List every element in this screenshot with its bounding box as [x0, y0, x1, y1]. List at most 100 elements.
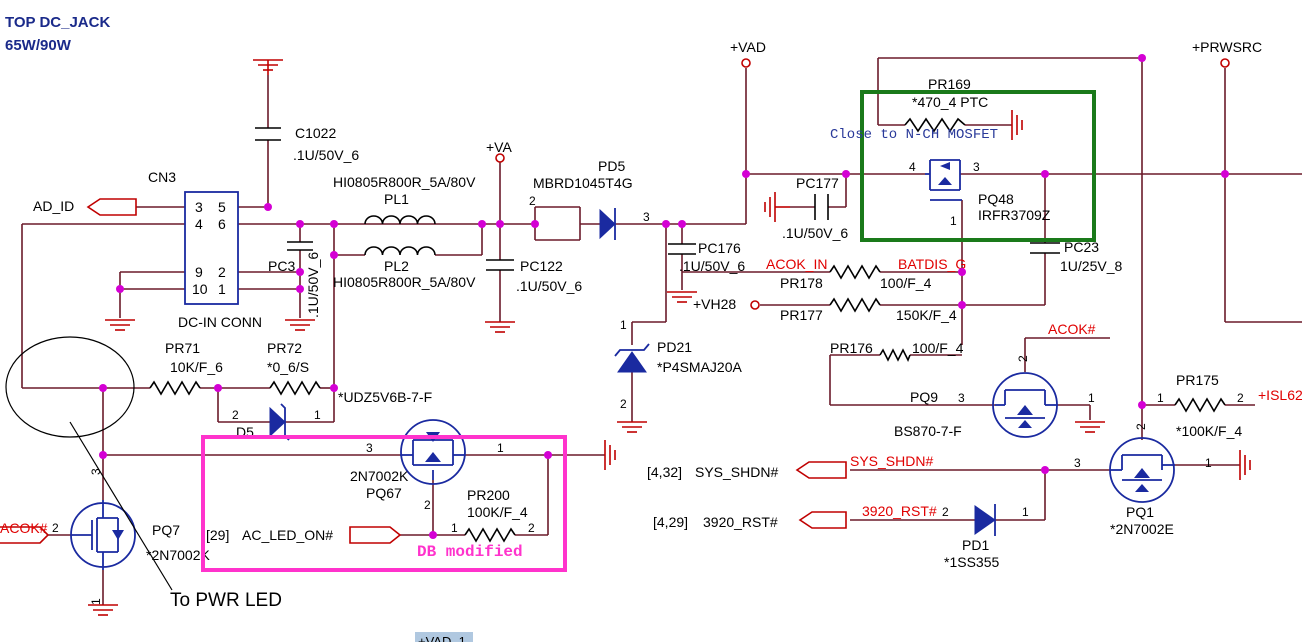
pr175-ref: PR175 [1176, 372, 1219, 388]
net-isl: +ISL62 [1258, 387, 1302, 403]
wires [21, 57, 1302, 605]
resistor-pr177-icon [829, 297, 881, 313]
cn3-pin-2: 2 [218, 264, 226, 280]
rail-terminal-icon [1220, 58, 1230, 68]
pq7-pin-bot: 1 [89, 598, 103, 605]
ac-led-ref: [29] [206, 527, 229, 543]
pc176-ref: PC176 [698, 240, 741, 256]
rst-offpage-icon [798, 511, 847, 529]
pr175-pin-l: 1 [1157, 391, 1164, 405]
pq1-ref: PQ1 [1126, 504, 1154, 520]
resistor-pr169-icon [904, 117, 966, 133]
pd21-val: *P4SMAJ20A [657, 359, 742, 375]
rst-ref: [4,29] [653, 514, 688, 530]
pq7-ref: PQ7 [152, 522, 180, 538]
pq9-pin-r: 1 [1088, 391, 1095, 405]
note-close-to: Close to N-CH MOSFET [830, 127, 998, 143]
pr72-ref: PR72 [267, 340, 302, 356]
connector-cn3-ref: CN3 [148, 169, 176, 185]
inductor-pl1-icon [364, 215, 436, 225]
pq1-pin-r: 1 [1205, 456, 1212, 470]
mosfet-pq9-icon [992, 372, 1058, 438]
ground-icon [1239, 450, 1251, 480]
cn3-pin-3: 3 [195, 199, 203, 215]
capacitor-pc122-icon [486, 259, 514, 271]
pd5-pin-a: 2 [529, 194, 536, 208]
ground-icon [617, 421, 647, 433]
note-db-modified: DB modified [417, 543, 523, 561]
mosfet-pq67-icon [400, 419, 466, 485]
pc23-ref: PC23 [1064, 239, 1099, 255]
sys-shdn-offpage-icon [795, 461, 847, 479]
pd1-val: *1SS355 [944, 554, 999, 570]
ground-icon [667, 291, 697, 303]
rail-vh28-label: +VH28 [693, 296, 736, 312]
pc177-ref: PC177 [796, 175, 839, 191]
resistor-pr178-icon [829, 264, 881, 280]
pr200-val: 100K/F_4 [467, 504, 528, 520]
pq67-ref: PQ67 [366, 485, 402, 501]
cn3-pin-9: 9 [195, 264, 203, 280]
resistor-pr72-icon [269, 380, 321, 396]
c1022-ref: C1022 [295, 125, 336, 141]
resistor-pr176-icon [879, 348, 911, 362]
resistor-pr71-icon [149, 380, 201, 396]
title-line1: TOP DC_JACK [5, 14, 110, 31]
d5-pin-a: 2 [232, 408, 239, 422]
pq48-pin-l: 4 [909, 160, 916, 174]
rail-vad-label: +VAD [730, 39, 766, 55]
ac-led-label: AC_LED_ON# [242, 527, 333, 543]
resistor-pr175-icon [1174, 397, 1226, 413]
ground-icon [1075, 421, 1105, 433]
pr169-val: *470_4 PTC [912, 94, 988, 110]
ground-icon [604, 440, 616, 470]
resistor-pr200-icon [464, 527, 516, 543]
net-acok: ACOK# [1048, 321, 1096, 337]
cn3-pin-1: 1 [218, 281, 226, 297]
junction-dots [99, 54, 1229, 539]
pq9-pin-l: 3 [958, 391, 965, 405]
pq7-val: *2N7002K [146, 547, 210, 563]
pq7-pin-top: 3 [89, 468, 103, 475]
pl2-val: HI0805R800R_5A/80V [333, 274, 476, 290]
pr200-ref: PR200 [467, 487, 510, 503]
ac-led-offpage-icon [349, 526, 402, 544]
cn3-pin-4: 4 [195, 216, 203, 232]
ground-icon [485, 321, 515, 333]
green-annotation-box [860, 90, 1096, 242]
ground-icon [1011, 110, 1023, 140]
cn3-pin-6: 6 [218, 216, 226, 232]
pd5-ref: PD5 [598, 158, 625, 174]
pq1-val: *2N7002E [1110, 521, 1174, 537]
pq9-val: BS870-7-F [894, 423, 962, 439]
rail-prwsrc-label: +PRWSRC [1192, 39, 1262, 55]
pq9-ref: PQ9 [910, 389, 938, 405]
pr176-val: 100/F_4 [912, 340, 964, 356]
footer-tag: +VAD_1 [418, 634, 466, 642]
pq48-ref: PQ48 [978, 191, 1014, 207]
rail-terminal-icon [495, 153, 505, 163]
pc177-val: .1U/50V_6 [782, 225, 848, 241]
c1022-val: .1U/50V_6 [293, 147, 359, 163]
pd5-val: MBRD1045T4G [533, 175, 633, 191]
rail-terminal-icon [741, 58, 751, 68]
pq1-pin-l: 3 [1074, 456, 1081, 470]
magenta-annotation-box [201, 435, 567, 572]
diode-pd1-icon [974, 504, 996, 536]
pq9-pin-g: 2 [1016, 355, 1030, 362]
pd5-pin-k: 3 [643, 210, 650, 224]
sys-shdn-label: SYS_SHDN# [695, 464, 778, 480]
pr178-ref: PR178 [780, 275, 823, 291]
pc23-val: 1U/25V_8 [1060, 258, 1122, 274]
acok-left-label: ACOK# [0, 520, 48, 536]
ground-icon [105, 319, 135, 331]
rail-terminal-icon [750, 300, 760, 310]
pd1-ref: PD1 [962, 537, 989, 553]
pq67-val: 2N7002K [350, 468, 409, 484]
pd21-pin-bot: 2 [620, 397, 627, 411]
cn3-pin-10: 10 [192, 281, 208, 297]
rst-net: 3920_RST# [862, 503, 937, 519]
pq48-pin-g: 1 [950, 214, 957, 228]
rst-label: 3920_RST# [703, 514, 778, 530]
